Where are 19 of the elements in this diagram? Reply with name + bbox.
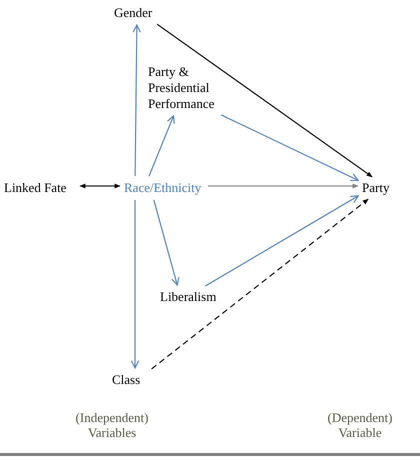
- arrow: [79, 184, 121, 188]
- axis-caption: (Dependent) Variable: [326, 410, 394, 440]
- arrow: [153, 200, 180, 286]
- arrow: [148, 115, 175, 176]
- arrow: [208, 184, 359, 188]
- node-label: Party & Presidential Performance: [146, 62, 240, 114]
- arrow: [220, 114, 359, 182]
- node-label: Class: [110, 370, 150, 390]
- node-label: Linked Fate: [2, 178, 78, 198]
- arrow: [130, 200, 140, 369]
- arrow: [132, 24, 141, 176]
- node-label: Liberalism: [158, 287, 222, 307]
- arrow: [205, 195, 359, 286]
- node-label: Party: [360, 178, 398, 198]
- arrow: [156, 24, 373, 178]
- node-label: Race/Ethnicity: [122, 178, 206, 198]
- node-label: Gender: [112, 3, 164, 23]
- axis-caption: (Independent) Variables: [74, 410, 150, 440]
- arrow: [151, 198, 369, 370]
